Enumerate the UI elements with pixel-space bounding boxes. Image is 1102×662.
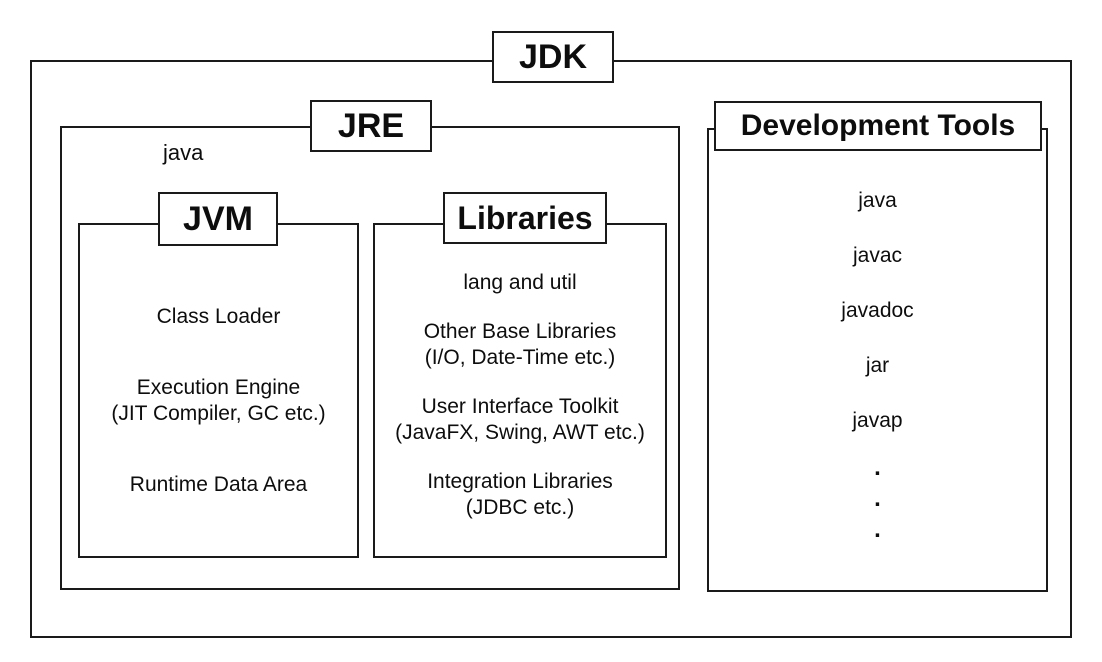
jvm-item-detail: (JIT Compiler, GC etc.) xyxy=(111,402,326,425)
development-tools-label: Development Tools xyxy=(714,101,1042,151)
dev-tool-jar: jar xyxy=(865,354,890,377)
dev-tool-javap: javap xyxy=(852,409,903,432)
libraries-item-detail: (JDBC etc.) xyxy=(465,496,575,519)
libraries-item-title: lang and util xyxy=(463,271,577,294)
libraries-item-detail: (JavaFX, Swing, AWT etc.) xyxy=(395,421,645,444)
jvm-item-title: Class Loader xyxy=(156,305,281,328)
libraries-item-ui-toolkit: User Interface Toolkit (JavaFX, Swing, A… xyxy=(375,393,665,446)
libraries-item-lang-util: lang and util xyxy=(375,269,665,296)
jvm-container-box: Class Loader Execution Engine (JIT Compi… xyxy=(78,223,359,558)
libraries-item-detail: (I/O, Date-Time etc.) xyxy=(424,346,616,369)
jvm-item-title: Execution Engine xyxy=(136,376,301,399)
jre-java-note: java xyxy=(163,140,204,165)
libraries-item-other-base: Other Base Libraries (I/O, Date-Time etc… xyxy=(375,318,665,371)
jvm-item-class-loader: Class Loader xyxy=(80,303,357,330)
jvm-item-title: Runtime Data Area xyxy=(129,473,308,496)
development-tools-container-box: java javac javadoc jar javap . . . xyxy=(707,128,1048,592)
libraries-label: Libraries xyxy=(443,192,607,244)
ellipsis-dot: . xyxy=(874,516,881,543)
libraries-item-title: Integration Libraries xyxy=(427,470,613,493)
jre-label: JRE xyxy=(310,100,432,152)
libraries-item-title: User Interface Toolkit xyxy=(421,395,619,418)
jdk-label: JDK xyxy=(492,31,614,83)
libraries-item-integration: Integration Libraries (JDBC etc.) xyxy=(375,468,665,521)
dev-tools-ellipsis: . . . xyxy=(709,452,1046,545)
ellipsis-dot: . xyxy=(874,485,881,512)
libraries-container-box: lang and util Other Base Libraries (I/O,… xyxy=(373,223,667,558)
dev-tool-javac: javac xyxy=(852,244,903,267)
dev-tool-javadoc: javadoc xyxy=(841,299,914,322)
jvm-item-runtime-data-area: Runtime Data Area xyxy=(80,471,357,498)
jvm-item-execution-engine: Execution Engine (JIT Compiler, GC etc.) xyxy=(80,374,357,427)
dev-tool-java: java xyxy=(858,189,897,212)
libraries-item-title: Other Base Libraries xyxy=(423,320,617,343)
ellipsis-dot: . xyxy=(874,454,881,481)
jvm-label: JVM xyxy=(158,192,278,246)
